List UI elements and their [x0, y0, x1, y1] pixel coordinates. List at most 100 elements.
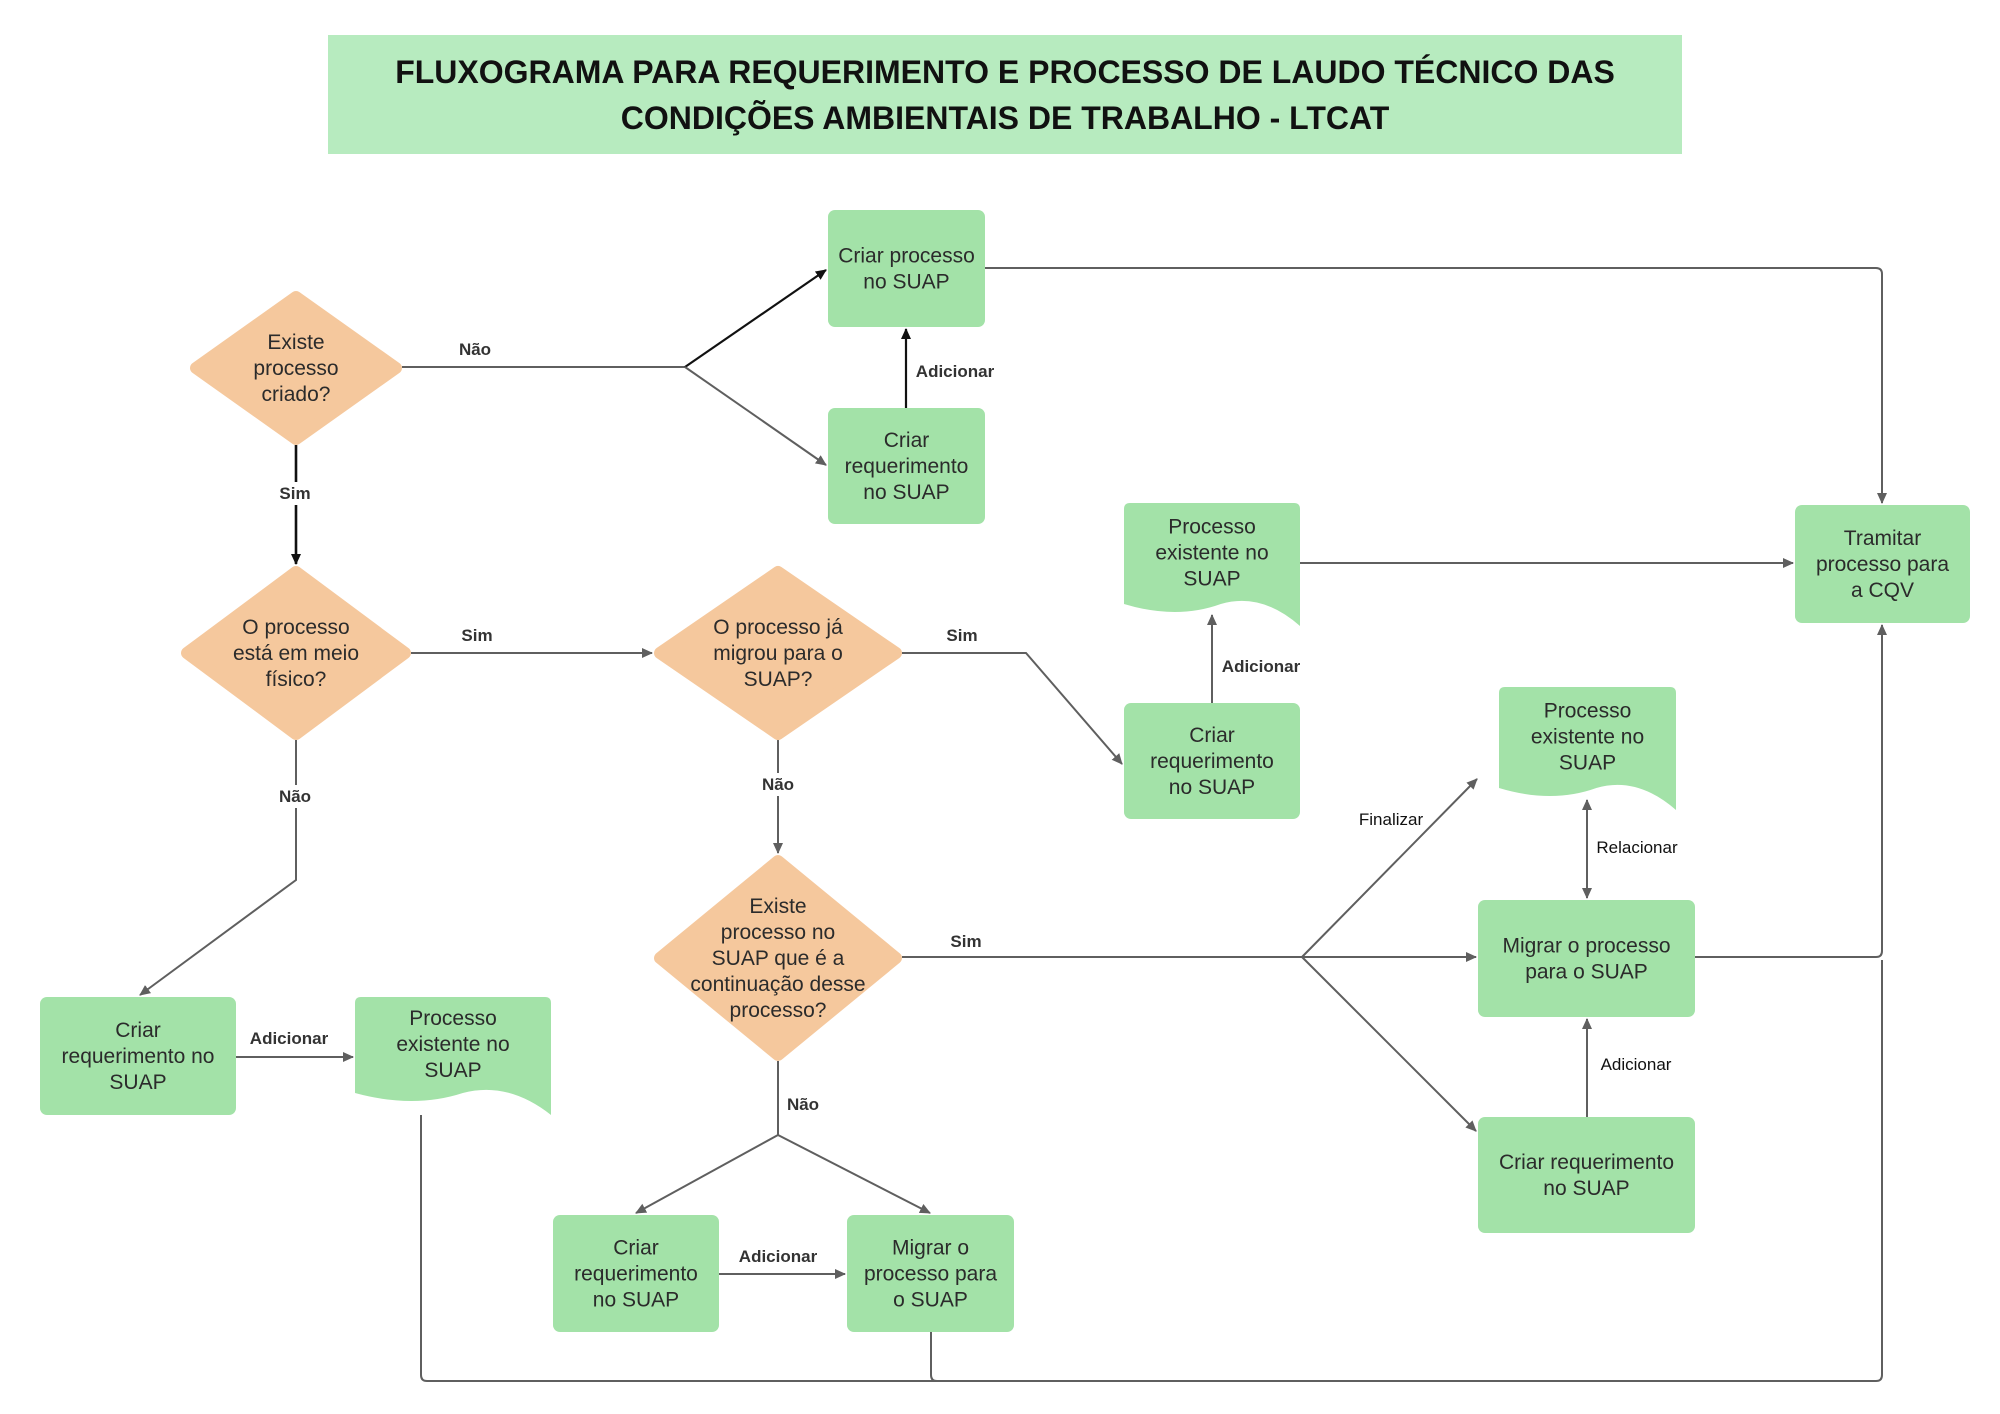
node-label-line: no SUAP: [863, 481, 949, 504]
node-label-line: Criar: [613, 1237, 659, 1260]
node-label-line: Existe: [749, 895, 806, 918]
node-label-line: requerimento: [574, 1263, 698, 1286]
node-label-line: no SUAP: [593, 1289, 679, 1312]
node-label-line: Migrar o processo: [1502, 935, 1670, 958]
node-criar-req-right[interactable]: Criar requerimento no SUAP: [1478, 1117, 1695, 1233]
edge-label-adicionar-mid: Adicionar: [1222, 657, 1301, 676]
process-shape: [1478, 1117, 1695, 1233]
node-label-line: no SUAP: [863, 271, 949, 294]
node-label-line: processo: [253, 357, 338, 380]
node-migrar-right[interactable]: Migrar o processo para o SUAP: [1478, 900, 1695, 1017]
node-label-line: continuação desse: [690, 973, 865, 996]
edge-label-nao-1: Não: [459, 340, 491, 359]
node-label-line: Processo: [1168, 516, 1256, 539]
edge-label-adicionar-top: Adicionar: [916, 362, 995, 381]
node-label-line: SUAP: [424, 1059, 481, 1082]
edge-label-relacionar: Relacionar: [1596, 838, 1678, 857]
process-shape: [1795, 505, 1970, 623]
edge-label-sim-2: Sim: [461, 626, 492, 645]
edge-label-adicionar-bottom: Adicionar: [739, 1247, 818, 1266]
node-label-line: O processo: [242, 616, 349, 639]
node-label-line: migrou para o: [713, 642, 843, 665]
node-criar-req-mid[interactable]: Criar requerimento no SUAP: [1124, 703, 1300, 819]
edge-label-sim-4: Sim: [950, 932, 981, 951]
decision-shape: [654, 855, 902, 1061]
node-label-line: está em meio: [233, 642, 359, 665]
edge-label-nao-3: Não: [762, 775, 794, 794]
process-shape: [553, 1215, 719, 1332]
node-label-line: requerimento no: [62, 1045, 215, 1068]
edge-migrou-sim: [902, 652, 1123, 765]
process-shape: [847, 1215, 1014, 1332]
node-label-line: Criar: [1189, 724, 1235, 747]
edge-nao-criar-req-bottom: [635, 1134, 779, 1214]
node-criar-req-bottom[interactable]: Criar requerimento no SUAP: [553, 1215, 719, 1332]
edge-label-sim-3: Sim: [946, 626, 977, 645]
decision-shape: [181, 566, 411, 740]
node-label-line: SUAP: [1559, 752, 1616, 775]
node-label-line: Migrar o: [892, 1237, 969, 1260]
title-banner: FLUXOGRAMA PARA REQUERIMENTO E PROCESSO …: [328, 35, 1682, 154]
node-label-line: Criar: [884, 429, 930, 452]
process-shape: [40, 997, 236, 1115]
edge-label-nao-4: Não: [787, 1095, 819, 1114]
decision-shape: [190, 291, 402, 445]
node-d-meio-fisico[interactable]: O processo está em meio físico?: [181, 566, 411, 740]
process-shape: [828, 408, 985, 524]
node-label-line: existente no: [1531, 726, 1644, 749]
document-shape: [1499, 687, 1676, 810]
node-label-line: no SUAP: [1169, 776, 1255, 799]
edges: [139, 267, 1887, 1382]
node-criar-req-left[interactable]: Criar requerimento no SUAP: [40, 997, 236, 1115]
edge-label-sim-1: Sim: [279, 484, 310, 503]
edge-label-bg: [275, 785, 315, 808]
document-shape: [1124, 503, 1300, 626]
edge-doc-left-bottom: [420, 960, 1883, 1382]
edge-nao-criar-req: [684, 366, 827, 466]
edge-migrar-bottom-down: [930, 1332, 938, 1382]
node-label-line: físico?: [266, 668, 327, 691]
node-label-line: o SUAP: [893, 1289, 968, 1312]
node-label-line: SUAP que é a: [712, 947, 845, 970]
node-tramitar[interactable]: Tramitar processo para a CQV: [1795, 505, 1970, 623]
node-label-line: requerimento: [845, 455, 969, 478]
node-label-line: Processo: [409, 1007, 497, 1030]
node-label-line: a CQV: [1851, 579, 1914, 602]
node-label-line: requerimento: [1150, 750, 1274, 773]
node-label-line: para o SUAP: [1525, 961, 1648, 984]
process-shape: [1124, 703, 1300, 819]
node-label-line: SUAP: [109, 1071, 166, 1094]
node-label-line: processo?: [730, 999, 827, 1022]
edge-label-adicionar-right: Adicionar: [1601, 1055, 1672, 1074]
node-label-line: Processo: [1544, 700, 1632, 723]
node-criar-req-top[interactable]: Criar requerimento no SUAP: [828, 408, 985, 524]
node-label-line: processo para: [864, 1263, 997, 1286]
edge-sim-criar-req-right: [1301, 956, 1477, 1132]
node-label-line: SUAP?: [744, 668, 813, 691]
node-doc-existente-right[interactable]: Processo existente no SUAP: [1499, 687, 1676, 810]
edge-label-bg: [276, 482, 314, 505]
node-label-line: Criar: [115, 1019, 161, 1042]
node-label-line: SUAP: [1183, 568, 1240, 591]
node-doc-existente-mid[interactable]: Processo existente no SUAP: [1124, 503, 1300, 626]
edge-nao-criar-processo: [684, 269, 827, 368]
node-label-line: no SUAP: [1543, 1177, 1629, 1200]
document-shape: [355, 997, 551, 1115]
node-label-line: Tramitar: [1844, 527, 1921, 550]
process-shape: [1478, 900, 1695, 1017]
node-label-line: Criar requerimento: [1499, 1151, 1674, 1174]
node-migrar-bottom[interactable]: Migrar o processo para o SUAP: [847, 1215, 1014, 1332]
edge-finalizar: [1301, 778, 1478, 958]
node-label-line: processo para: [1816, 553, 1949, 576]
node-label-line: existente no: [1155, 542, 1268, 565]
process-shape: [828, 210, 985, 327]
decision-shape: [654, 566, 902, 740]
